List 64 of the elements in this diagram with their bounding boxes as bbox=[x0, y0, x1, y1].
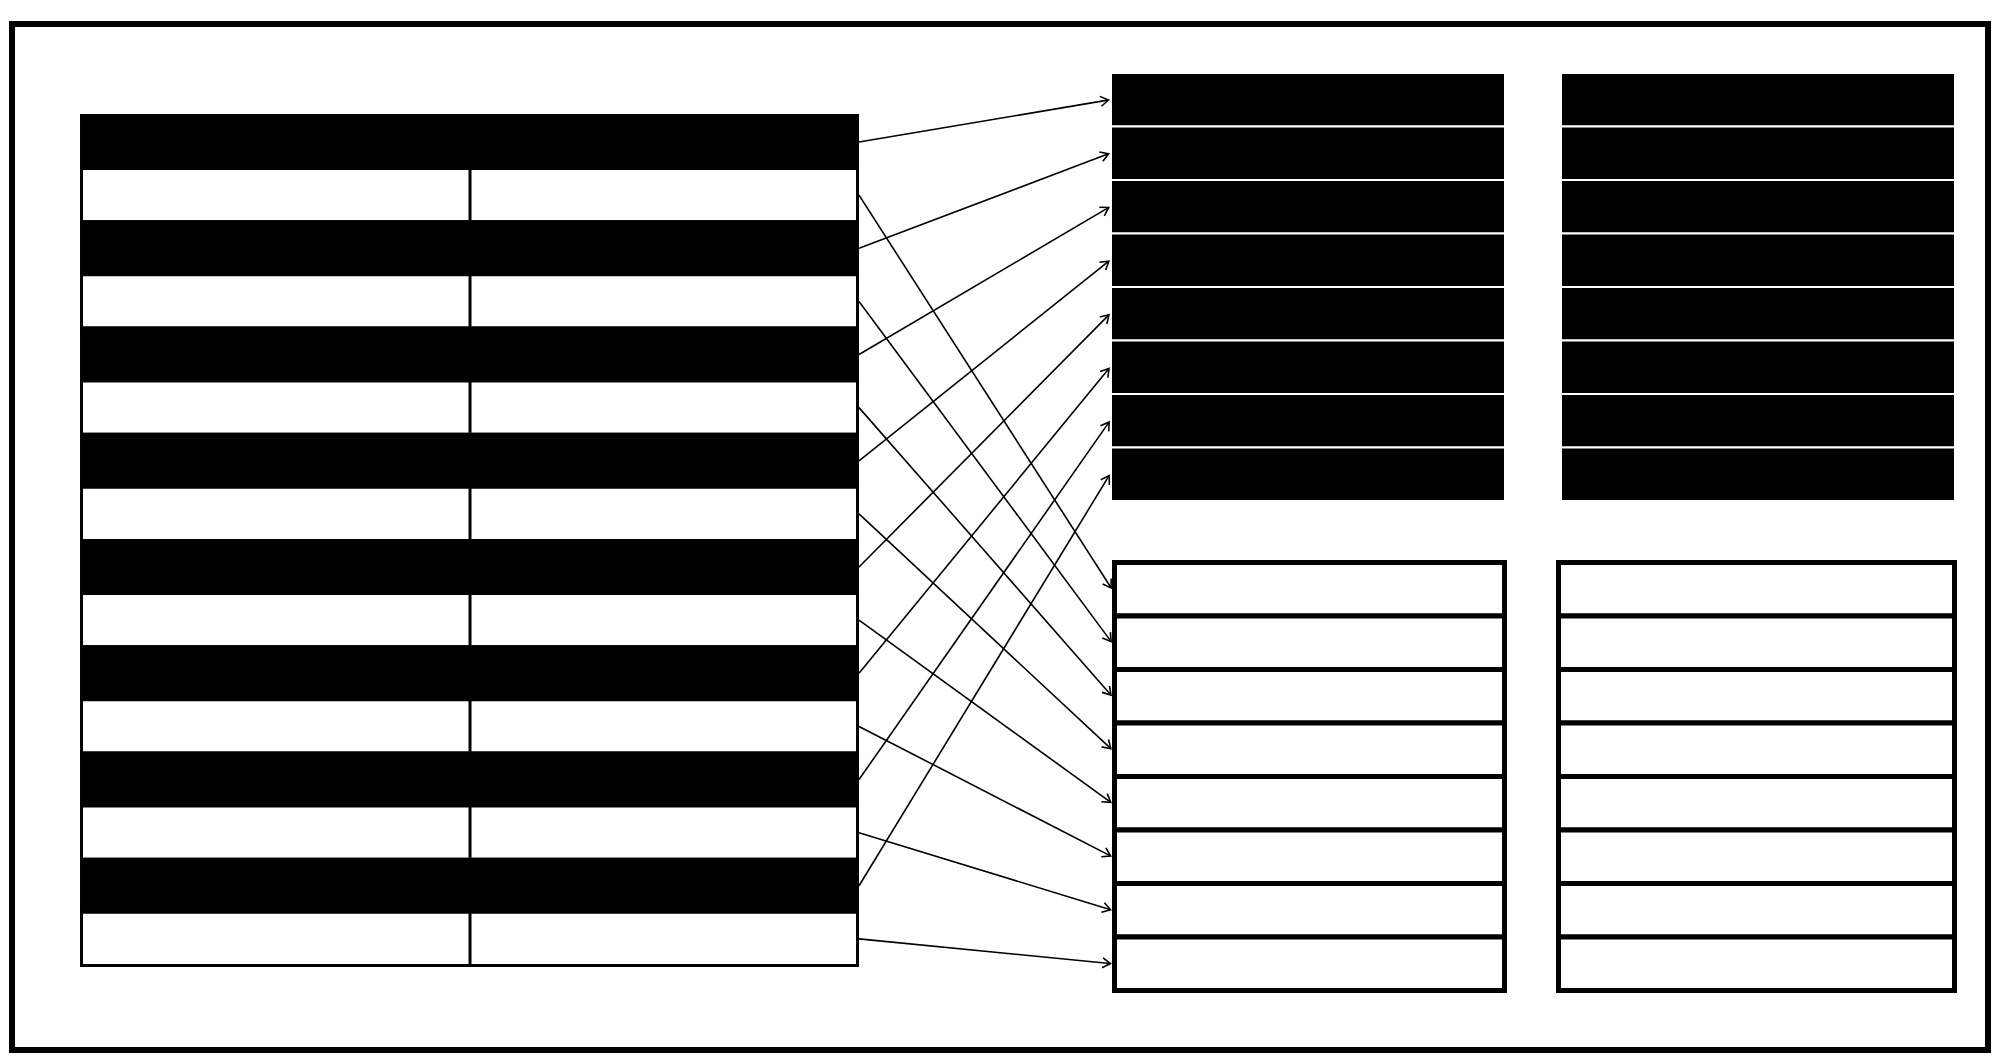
table-row bbox=[80, 167, 859, 224]
arrow bbox=[858, 367, 1110, 675]
table-row bbox=[1110, 232, 1506, 288]
table-row bbox=[80, 804, 859, 861]
arrow bbox=[858, 206, 1110, 356]
table-row bbox=[1112, 880, 1507, 940]
arrow bbox=[858, 938, 1112, 969]
table-row bbox=[1556, 666, 1957, 726]
arrow bbox=[858, 300, 1112, 643]
table-row bbox=[1556, 773, 1957, 833]
table-row bbox=[1112, 720, 1507, 779]
table-row bbox=[1110, 125, 1506, 181]
table-row bbox=[80, 379, 859, 436]
arrow bbox=[858, 260, 1110, 462]
arrow bbox=[858, 619, 1112, 804]
table-row bbox=[1556, 934, 1957, 993]
arrow bbox=[858, 406, 1112, 697]
table-row bbox=[1112, 773, 1507, 833]
table-row bbox=[1110, 446, 1506, 502]
arrow bbox=[858, 513, 1112, 750]
table-row bbox=[80, 538, 859, 596]
table-row bbox=[1112, 559, 1507, 619]
table-row bbox=[80, 698, 859, 755]
table-row bbox=[80, 592, 859, 649]
table-row bbox=[1556, 613, 1957, 672]
table-row bbox=[80, 114, 859, 171]
table-row bbox=[1560, 232, 1956, 288]
table-row bbox=[1112, 613, 1507, 672]
table-row bbox=[1560, 125, 1956, 181]
table-row bbox=[1556, 827, 1957, 886]
table-row bbox=[1560, 392, 1956, 449]
table-row bbox=[80, 326, 859, 383]
table-row bbox=[1560, 285, 1956, 342]
table-row bbox=[80, 910, 859, 967]
table-row bbox=[1112, 934, 1507, 993]
table-row bbox=[80, 432, 859, 489]
table-row bbox=[80, 485, 859, 542]
table-row bbox=[1112, 827, 1507, 886]
arrow bbox=[858, 831, 1112, 913]
table-row bbox=[1560, 339, 1956, 395]
arrow bbox=[858, 725, 1112, 858]
table-row bbox=[1112, 666, 1507, 726]
table-row bbox=[80, 220, 859, 277]
table-row bbox=[1560, 72, 1956, 128]
table-row bbox=[1110, 339, 1506, 395]
arrow bbox=[858, 474, 1111, 887]
table-row bbox=[80, 857, 859, 914]
table-row bbox=[1110, 392, 1506, 449]
table-row bbox=[80, 645, 859, 702]
table-row bbox=[1110, 285, 1506, 342]
table-row bbox=[1110, 72, 1506, 128]
table-row bbox=[1560, 446, 1956, 502]
table-row bbox=[80, 273, 859, 330]
arrow bbox=[858, 95, 1110, 143]
arrow bbox=[858, 194, 1112, 590]
arrow bbox=[858, 151, 1110, 250]
table-row bbox=[1556, 559, 1957, 619]
table-row bbox=[1556, 720, 1957, 779]
arrow bbox=[858, 313, 1110, 568]
table-row bbox=[1556, 880, 1957, 940]
table-row bbox=[1110, 178, 1506, 235]
table-row bbox=[80, 751, 859, 808]
table-row bbox=[1560, 178, 1956, 235]
arrow bbox=[858, 420, 1110, 781]
